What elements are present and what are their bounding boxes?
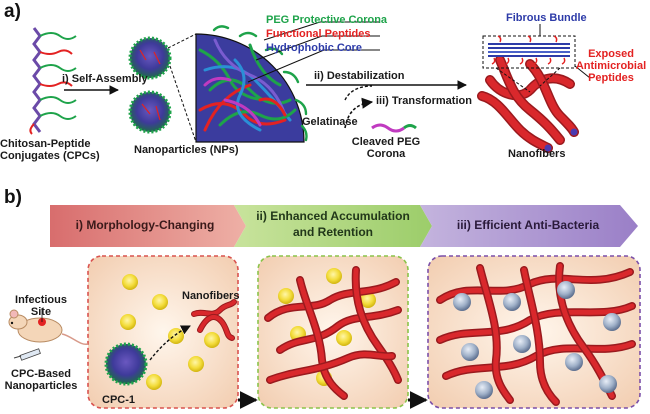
panel-b-letter: b) [4, 187, 22, 208]
bacteria-killed-icon [453, 281, 621, 399]
legend-core: Hydrophobic Core [266, 42, 362, 54]
cleaved-peg-label: Cleaved PEG Corona [351, 136, 421, 161]
legend-peptides: Functional Peptides [266, 28, 371, 40]
box1-nanofibers-label: Nanofibers [182, 290, 240, 302]
magnified-nanoparticle [195, 25, 308, 143]
stage-2-arrow [234, 205, 432, 247]
exposed-peptides-label: Exposed Antimicrobial Peptides [575, 48, 647, 85]
nanoparticles-label: Nanoparticles (NPs) [134, 144, 239, 156]
infectious-site-label: Infectious Site [15, 294, 67, 319]
small-nanofiber-icon [191, 299, 237, 341]
self-assembly-label: i) Self-Assembly [62, 73, 148, 85]
cpc1-nanoparticle-icon [104, 342, 148, 386]
cleaved-peg-icon [371, 123, 417, 133]
syringe-icon [13, 348, 41, 361]
stage-1-arrow [50, 205, 246, 247]
stage-2-label: ii) Enhanced Accumulation and Retention [256, 209, 410, 240]
cpc-chain-icon [29, 27, 77, 135]
nanoparticle-icon [128, 36, 172, 134]
stage-1-box [87, 255, 239, 409]
nanofibers-box2 [264, 266, 402, 400]
stage-3-label: iii) Efficient Anti-Bacteria [456, 218, 600, 232]
panel-a-letter: a) [4, 1, 21, 22]
stage-1-label: i) Morphology-Changing [75, 218, 215, 232]
conjugates-label: Chitosan-Peptide Conjugates (CPCs) [0, 138, 100, 163]
nanofibers-label: Nanofibers [508, 148, 566, 160]
gelatinase-label: Gelatinase [302, 116, 358, 128]
fibrous-bundle-icon [488, 35, 570, 65]
cpc1-label: CPC-1 [102, 394, 136, 406]
destabilization-label: ii) Destabilization [314, 70, 405, 82]
nanofiber-icon [477, 55, 579, 153]
transformation-label: iii) Transformation [376, 95, 472, 107]
cpc-based-label: CPC-Based Nanoparticles [4, 368, 78, 393]
fibrous-bundle-label: Fibrous Bundle [506, 12, 587, 24]
stage-3-arrow [420, 205, 638, 247]
gelatinase-arrow [344, 97, 374, 129]
legend-peg: PEG Protective Corona [266, 14, 388, 26]
mouse-icon [8, 308, 89, 345]
